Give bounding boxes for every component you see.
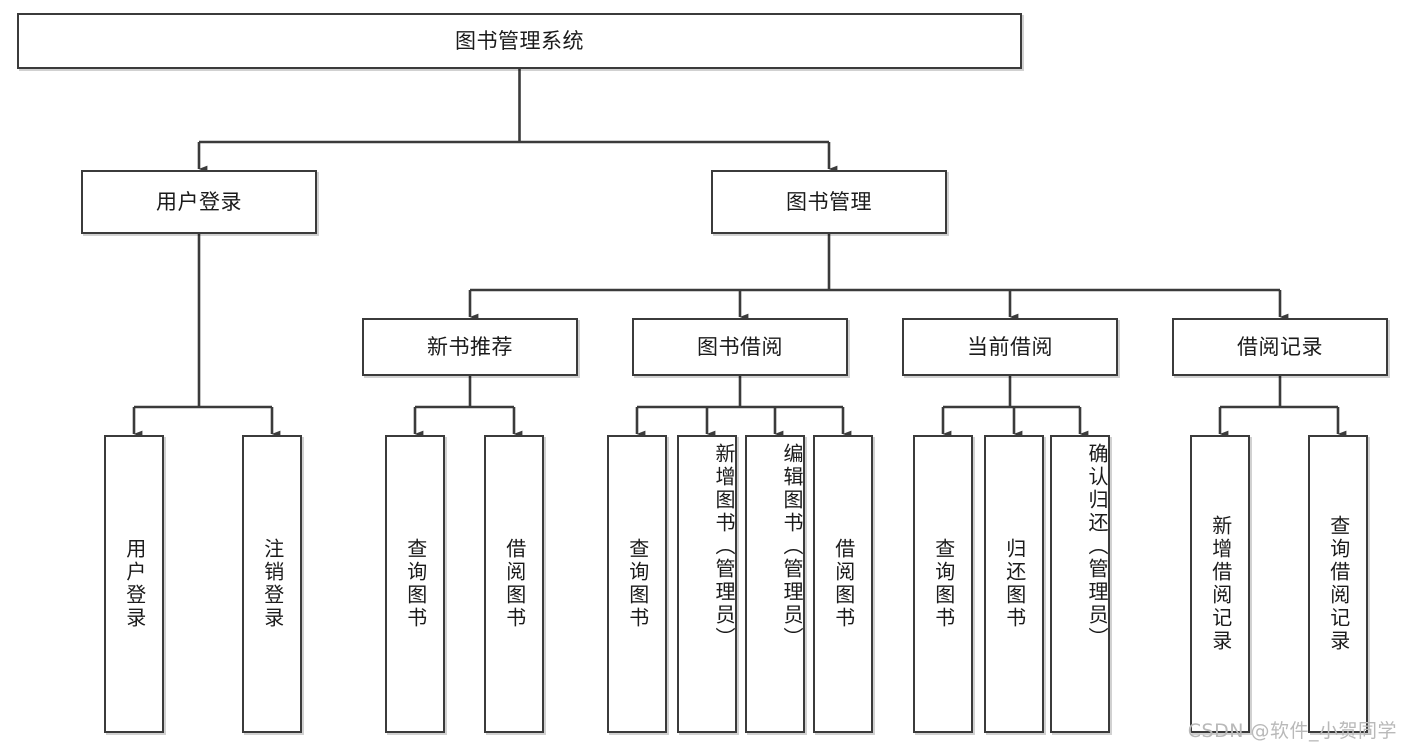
- node-leaf-query-book-2[interactable]: 查询图书: [607, 435, 667, 733]
- node-book-manage[interactable]: 图书管理: [711, 170, 947, 234]
- node-borrow-record[interactable]: 借阅记录: [1172, 318, 1388, 376]
- node-label: 新增借阅记录: [1208, 515, 1233, 653]
- node-leaf-borrow-book-1[interactable]: 借阅图书: [484, 435, 544, 733]
- node-root[interactable]: 图书管理系统: [17, 13, 1022, 69]
- node-new-book-rec[interactable]: 新书推荐: [362, 318, 578, 376]
- node-label: 借阅图书: [831, 538, 856, 630]
- node-label: 新增图书（管理员）: [712, 443, 736, 650]
- node-label: 新书推荐: [427, 334, 513, 359]
- node-label: 查询图书: [931, 538, 956, 630]
- node-label: 编辑图书（管理员）: [780, 443, 804, 650]
- node-label: 借阅记录: [1237, 334, 1323, 359]
- node-leaf-query-record[interactable]: 查询借阅记录: [1308, 435, 1368, 733]
- node-leaf-add-record[interactable]: 新增借阅记录: [1190, 435, 1250, 733]
- node-leaf-user-login[interactable]: 用户登录: [104, 435, 164, 733]
- node-leaf-query-book-3[interactable]: 查询图书: [913, 435, 973, 733]
- node-leaf-edit-book[interactable]: 编辑图书（管理员）: [745, 435, 805, 733]
- node-label: 当前借阅: [967, 334, 1053, 359]
- node-label: 归还图书: [1002, 538, 1027, 630]
- node-leaf-user-logout[interactable]: 注销登录: [242, 435, 302, 733]
- node-leaf-confirm-return[interactable]: 确认归还（管理员）: [1050, 435, 1110, 733]
- node-label: 查询图书: [625, 538, 650, 630]
- node-label: 注销登录: [260, 538, 285, 630]
- watermark-text: CSDN @软件_小贺同学: [1187, 720, 1397, 742]
- node-label: 查询借阅记录: [1326, 515, 1351, 653]
- node-leaf-query-book-1[interactable]: 查询图书: [385, 435, 445, 733]
- node-leaf-add-book[interactable]: 新增图书（管理员）: [677, 435, 737, 733]
- node-label: 图书管理: [786, 189, 872, 214]
- node-leaf-return-book[interactable]: 归还图书: [984, 435, 1044, 733]
- node-label: 图书借阅: [697, 334, 783, 359]
- node-leaf-borrow-book-2[interactable]: 借阅图书: [813, 435, 873, 733]
- node-label: 确认归还（管理员）: [1085, 443, 1109, 650]
- node-label: 图书管理系统: [455, 28, 584, 53]
- node-user-login[interactable]: 用户登录: [81, 170, 317, 234]
- node-label: 用户登录: [156, 189, 242, 214]
- node-book-borrow[interactable]: 图书借阅: [632, 318, 848, 376]
- node-current-borrow[interactable]: 当前借阅: [902, 318, 1118, 376]
- node-label: 用户登录: [122, 538, 147, 630]
- node-label: 查询图书: [403, 538, 428, 630]
- node-label: 借阅图书: [502, 538, 527, 630]
